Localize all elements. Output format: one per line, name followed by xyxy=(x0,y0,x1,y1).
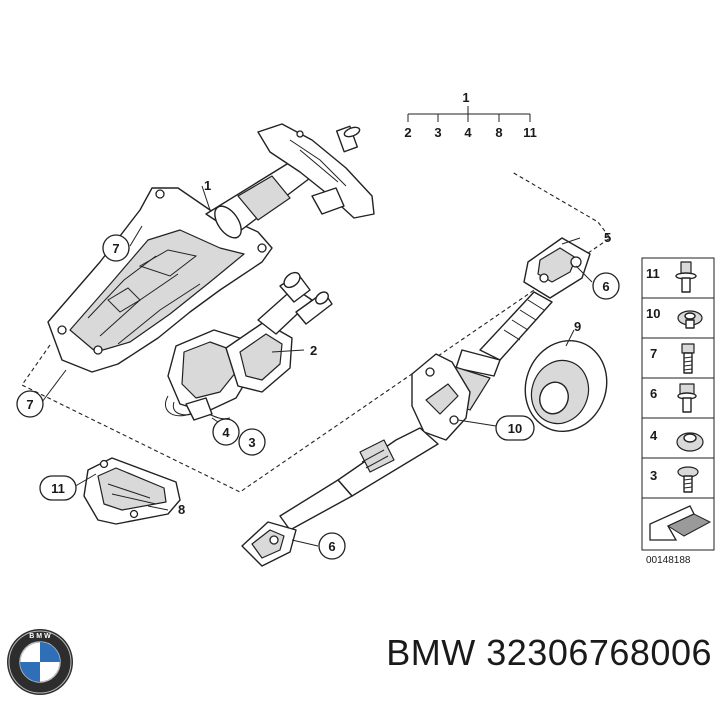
tree-root-label: 1 xyxy=(462,90,469,105)
assembly-boundary xyxy=(21,171,611,493)
bmw-logo: B M W xyxy=(7,629,73,695)
drawing-number: 00148188 xyxy=(646,555,691,566)
callout-6-lower: 6 xyxy=(328,539,335,554)
callout-7-lower: 7 xyxy=(26,397,33,412)
callout-6-upper: 6 xyxy=(602,279,609,294)
callout-1: 1 xyxy=(204,178,211,193)
assembly-tree: 1 2 3 4 8 11 xyxy=(404,90,536,140)
callout-3: 3 xyxy=(248,435,255,450)
legend-label-3: 3 xyxy=(650,468,657,483)
tree-child-8: 8 xyxy=(495,125,502,140)
lower-steering-shaft xyxy=(241,237,608,567)
fastener-legend: 11 10 7 6 4 xyxy=(641,257,715,551)
washer-bolt-icon xyxy=(677,310,703,329)
flange-bolt-icon xyxy=(675,261,697,293)
tree-child-11: 11 xyxy=(523,125,537,140)
callout-11: 11 xyxy=(51,481,65,496)
legend-label-11: 11 xyxy=(646,266,660,281)
collar-screw-icon xyxy=(677,383,697,413)
mounting-bracket xyxy=(83,457,181,525)
callouts: 1 2 3 4 5 6 6 7 7 8 9 10 11 xyxy=(16,178,620,560)
legend-label-4: 4 xyxy=(650,428,658,443)
callout-7-upper: 7 xyxy=(112,241,119,256)
tree-child-4: 4 xyxy=(464,125,472,140)
callout-5: 5 xyxy=(604,230,611,245)
leader-lines xyxy=(41,185,593,547)
legend-label-10: 10 xyxy=(646,306,660,321)
direction-arrow-icon xyxy=(649,505,712,541)
part-number: BMW 32306768006 xyxy=(386,632,712,673)
tree-child-3: 3 xyxy=(434,125,441,140)
legend-label-6: 6 xyxy=(650,386,657,401)
callout-10: 10 xyxy=(508,421,522,436)
bmw-logo-lettering: B M W xyxy=(29,633,51,640)
adjustment-motor xyxy=(165,271,333,421)
callout-4: 4 xyxy=(222,425,230,440)
rubber-bush-icon xyxy=(676,432,704,452)
legend-label-7: 7 xyxy=(650,346,657,361)
callout-8: 8 xyxy=(178,502,185,517)
hex-screw-icon xyxy=(681,343,695,374)
steering-column-housing xyxy=(47,123,375,373)
callout-9: 9 xyxy=(574,319,581,334)
torx-screw-icon xyxy=(677,466,699,493)
tree-child-2: 2 xyxy=(404,125,411,140)
callout-2: 2 xyxy=(310,343,317,358)
